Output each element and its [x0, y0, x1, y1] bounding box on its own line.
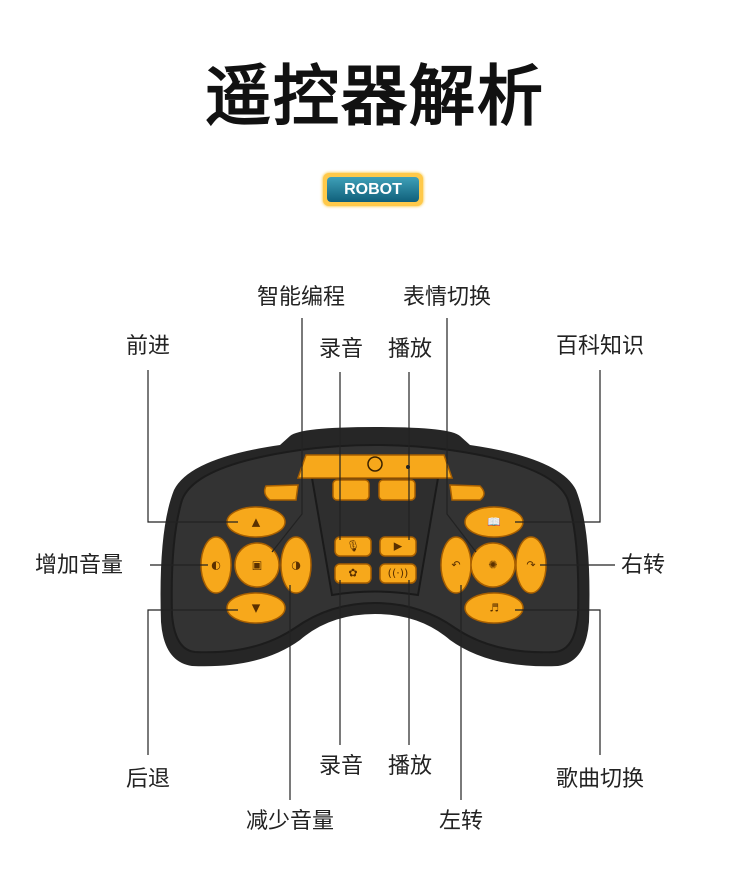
- record-button[interactable]: [334, 536, 372, 557]
- programming-button[interactable]: [234, 542, 280, 588]
- left-shoulder-button[interactable]: [263, 484, 299, 501]
- label-play-top: 播放: [387, 337, 433, 362]
- label-expression-switch: 表情切换: [402, 285, 492, 310]
- label-turn-left: 左转: [438, 809, 484, 834]
- arrow-up-icon: ▲: [252, 516, 261, 529]
- label-backward: 后退: [125, 767, 171, 792]
- microphone-icon: 🎙: [346, 540, 360, 553]
- music-note-icon: ♬: [489, 602, 499, 615]
- song-button[interactable]: [464, 592, 524, 624]
- top-center-right-button[interactable]: [378, 479, 416, 501]
- label-song-switch: 歌曲切换: [555, 767, 645, 792]
- turn-right-icon: ↷: [526, 559, 535, 572]
- volume-down-button[interactable]: [280, 536, 312, 594]
- label-turn-right: 右转: [620, 553, 666, 578]
- label-play-bottom: 播放: [387, 754, 433, 779]
- label-record-bottom: 录音: [318, 754, 364, 779]
- logo-icon: [367, 456, 383, 472]
- lightbulb-icon: ✺: [488, 559, 497, 572]
- robot-badge-label: ROBOT: [327, 177, 419, 202]
- volume-up-icon: ◐: [211, 559, 221, 572]
- vibrate-icon: ((·)): [388, 567, 409, 580]
- play-button[interactable]: [379, 536, 417, 557]
- right-shoulder-button[interactable]: [449, 484, 485, 501]
- label-forward: 前进: [125, 334, 171, 359]
- label-record-top: 录音: [318, 337, 364, 362]
- page-title: 遥控器解析: [205, 58, 545, 135]
- book-search-icon: 📖: [487, 516, 501, 529]
- backward-button[interactable]: [226, 592, 286, 624]
- vibrate-button[interactable]: [379, 563, 417, 584]
- callout-lines: [147, 318, 615, 800]
- program-icon: ▣: [252, 559, 262, 572]
- play-icon: ▶: [394, 540, 403, 553]
- top-bar: [296, 454, 454, 479]
- label-programming: 智能编程: [256, 285, 346, 310]
- film-reel-icon: ✿: [348, 567, 357, 580]
- turn-left-icon: ↶: [451, 559, 460, 572]
- top-center-left-button[interactable]: [332, 479, 370, 501]
- label-volume-down: 减少音量: [245, 809, 335, 834]
- label-encyclopedia: 百科知识: [555, 334, 645, 359]
- robot-badge: ROBOT: [323, 173, 423, 206]
- arrow-down-icon: ▼: [252, 602, 261, 615]
- volume-down-icon: ◑: [291, 559, 301, 572]
- label-volume-up: 增加音量: [34, 553, 124, 578]
- expression-button[interactable]: [470, 542, 516, 588]
- film-button[interactable]: [334, 563, 372, 584]
